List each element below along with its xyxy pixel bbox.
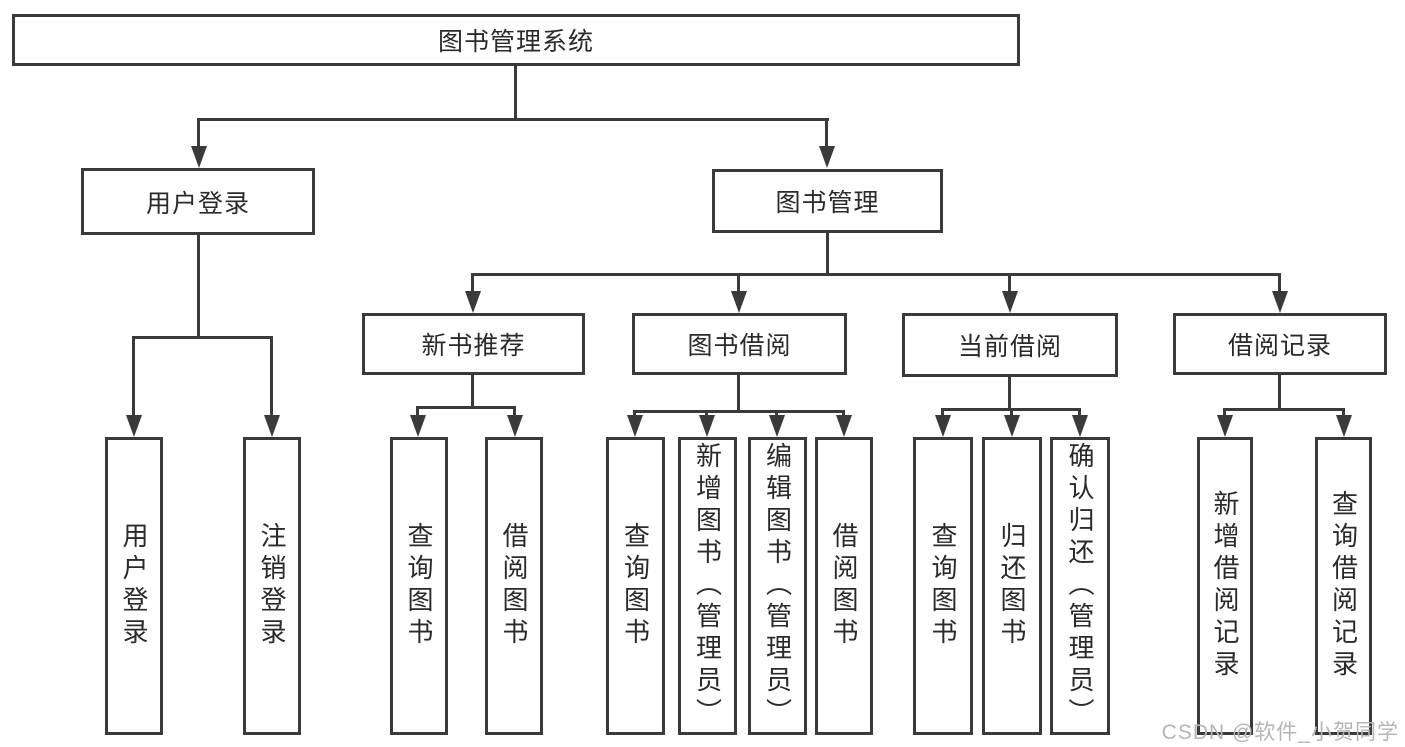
node-label: 借阅图书 — [499, 522, 529, 650]
arrow-down-icon — [1272, 291, 1288, 313]
node-label: 查询图书 — [404, 522, 434, 650]
arrow-down-icon — [935, 415, 951, 437]
connector-vline — [1078, 408, 1081, 420]
node-label: 新增图书（管理员） — [692, 442, 723, 730]
connector-vline — [826, 233, 829, 276]
node-book-management: 图书管理 — [712, 169, 943, 233]
node-label: 查询借阅记录 — [1328, 490, 1359, 682]
arrow-down-icon — [731, 291, 747, 313]
arrow-down-icon — [126, 415, 142, 437]
node-label: 注销登录 — [257, 522, 287, 650]
arrow-down-icon — [410, 415, 426, 437]
arrow-down-icon — [1336, 415, 1352, 437]
connector-hline — [633, 410, 845, 413]
node-user-login-action: 用户登录 — [105, 437, 163, 735]
arrow-down-icon — [699, 415, 715, 437]
connector-vline — [1008, 377, 1011, 411]
arrow-down-icon — [1072, 415, 1088, 437]
node-query-books-recommend: 查询图书 — [390, 437, 448, 735]
connector-vline — [825, 118, 828, 152]
connector-vline — [197, 235, 200, 339]
node-add-books-admin: 新增图书（管理员） — [678, 437, 737, 735]
node-borrow-books-recommend: 借阅图书 — [485, 437, 543, 735]
connector-vline — [737, 273, 740, 297]
connector-vline — [416, 406, 419, 420]
arrow-down-icon — [836, 415, 852, 437]
node-library-management-system: 图书管理系统 — [12, 14, 1020, 66]
connector-hline — [132, 336, 273, 339]
connector-vline — [1008, 273, 1011, 297]
arrow-down-icon — [1217, 415, 1233, 437]
arrow-down-icon — [819, 146, 835, 168]
node-query-books-borrowing: 查询图书 — [606, 437, 665, 735]
node-label: 编辑图书（管理员） — [762, 442, 793, 730]
arrow-down-icon — [264, 415, 280, 437]
connector-vline — [197, 118, 200, 152]
connector-vline — [941, 408, 944, 420]
node-edit-books-admin: 编辑图书（管理员） — [748, 437, 807, 735]
connector-hline — [471, 273, 1281, 276]
connector-vline — [1223, 408, 1226, 420]
connector-hline — [416, 406, 516, 409]
connector-vline — [737, 375, 740, 413]
arrow-down-icon — [769, 415, 785, 437]
connector-hline — [1223, 408, 1345, 411]
node-book-borrowing: 图书借阅 — [632, 313, 847, 375]
connector-vline — [514, 66, 517, 121]
node-borrowing-records: 借阅记录 — [1173, 313, 1387, 375]
arrow-down-icon — [507, 415, 523, 437]
node-new-book-recommend: 新书推荐 — [362, 313, 585, 375]
node-query-books-current: 查询图书 — [913, 437, 973, 735]
node-label: 查询图书 — [620, 522, 651, 650]
connector-hline — [197, 118, 829, 121]
connector-vline — [1010, 408, 1013, 420]
connector-vline — [1342, 408, 1345, 420]
arrow-down-icon — [1002, 291, 1018, 313]
connector-vline — [132, 336, 135, 420]
connector-vline — [1278, 375, 1281, 411]
connector-vline — [471, 273, 474, 297]
csdn-watermark: CSDN @软件_小贺同学 — [1161, 721, 1399, 744]
connector-vline — [513, 406, 516, 420]
arrow-down-icon — [1004, 415, 1020, 437]
node-borrow-books: 借阅图书 — [815, 437, 873, 735]
arrow-down-icon — [465, 291, 481, 313]
node-return-books: 归还图书 — [982, 437, 1042, 735]
connector-vline — [471, 375, 474, 409]
node-current-borrowing: 当前借阅 — [902, 313, 1118, 377]
node-add-borrow-record: 新增借阅记录 — [1197, 437, 1253, 735]
arrow-down-icon — [627, 415, 643, 437]
node-logout: 注销登录 — [243, 437, 301, 735]
node-label: 用户登录 — [119, 522, 149, 650]
node-user-login: 用户登录 — [81, 168, 315, 235]
node-label: 查询图书 — [928, 522, 958, 650]
connector-vline — [1278, 273, 1281, 297]
node-label: 确认归还（管理员） — [1065, 442, 1095, 730]
connector-vline — [270, 336, 273, 420]
node-label: 借阅图书 — [829, 522, 859, 650]
node-label: 归还图书 — [997, 522, 1027, 650]
node-confirm-return-admin: 确认归还（管理员） — [1050, 437, 1110, 735]
arrow-down-icon — [191, 146, 207, 168]
node-label: 新增借阅记录 — [1210, 490, 1240, 682]
node-query-borrow-record: 查询借阅记录 — [1315, 437, 1372, 735]
